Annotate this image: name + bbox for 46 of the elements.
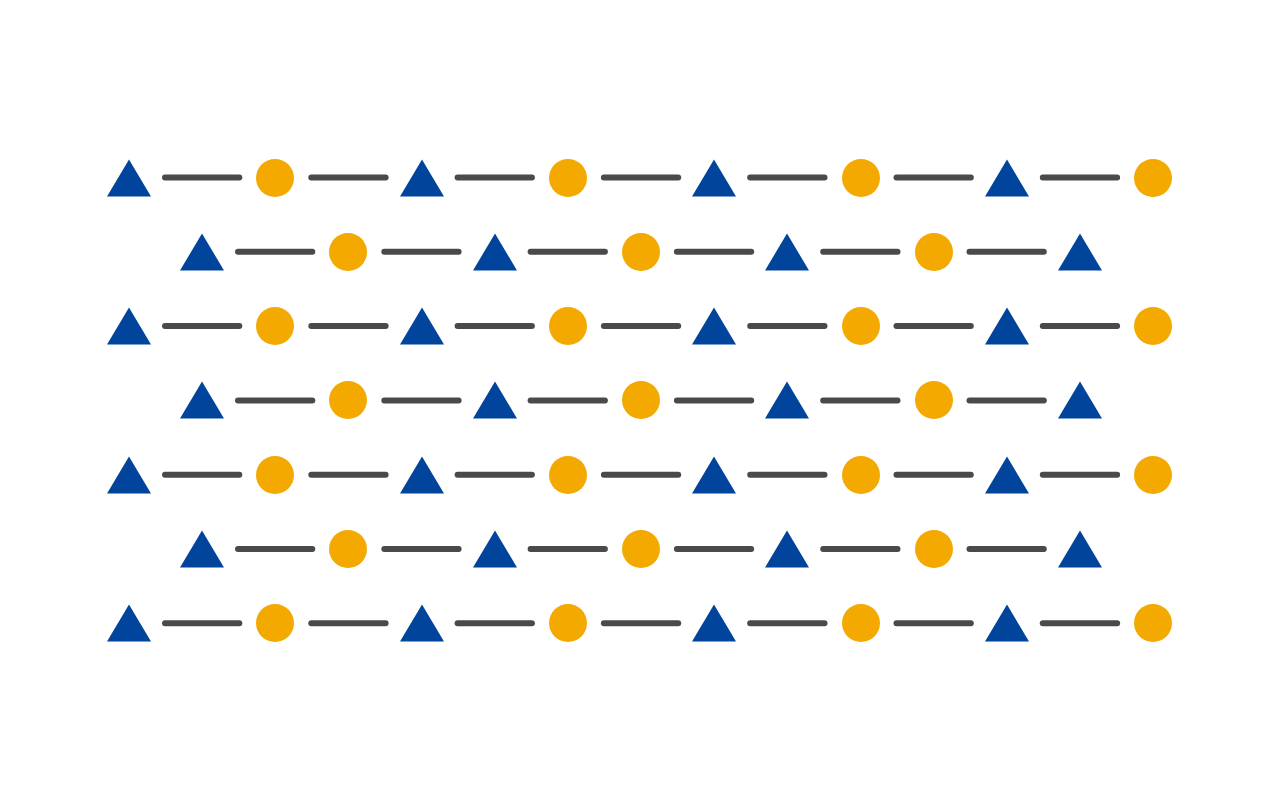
- connector-line: [966, 248, 1047, 255]
- connector-line: [673, 546, 755, 552]
- connector-line: [162, 471, 243, 478]
- connector-line: [527, 397, 608, 404]
- connector-line: [893, 323, 974, 330]
- connector-line: [527, 248, 608, 255]
- connector-line: [454, 323, 535, 330]
- connector-line: [747, 323, 828, 330]
- connector-line: [820, 397, 901, 404]
- connector-line: [673, 248, 755, 255]
- connector-line: [381, 248, 462, 255]
- connector-line: [673, 397, 755, 404]
- connector-line: [893, 471, 974, 478]
- connector-line: [820, 546, 901, 552]
- connector-line: [454, 174, 535, 181]
- connector-line: [966, 397, 1047, 404]
- connector-line: [235, 546, 316, 552]
- connector-line: [162, 323, 243, 330]
- connector-line: [820, 248, 901, 255]
- connector-line: [308, 174, 389, 181]
- connector-line: [600, 323, 682, 330]
- connector-line: [600, 620, 682, 627]
- connector-line: [600, 471, 682, 478]
- connector-line: [893, 620, 974, 627]
- connector-line: [893, 174, 974, 181]
- connector-line: [747, 174, 828, 181]
- connector-line: [747, 471, 828, 478]
- connector-line: [308, 620, 389, 627]
- connector-line: [308, 323, 389, 330]
- connector-line: [235, 397, 316, 404]
- connector-line: [454, 620, 535, 627]
- connector-line: [1039, 323, 1121, 330]
- connector-line: [454, 471, 535, 478]
- connector-line: [162, 620, 243, 627]
- connector-line: [1039, 471, 1121, 478]
- connector-line: [600, 174, 682, 181]
- connector-line: [235, 248, 316, 255]
- connector-line: [966, 546, 1047, 552]
- connector-line: [527, 546, 608, 552]
- connector-line: [1039, 174, 1121, 181]
- connector-line: [381, 397, 462, 404]
- connector-line: [747, 620, 828, 627]
- connector-line: [162, 174, 243, 181]
- connector-line: [381, 546, 462, 552]
- connector-line: [1039, 620, 1121, 627]
- connector-line: [308, 471, 389, 478]
